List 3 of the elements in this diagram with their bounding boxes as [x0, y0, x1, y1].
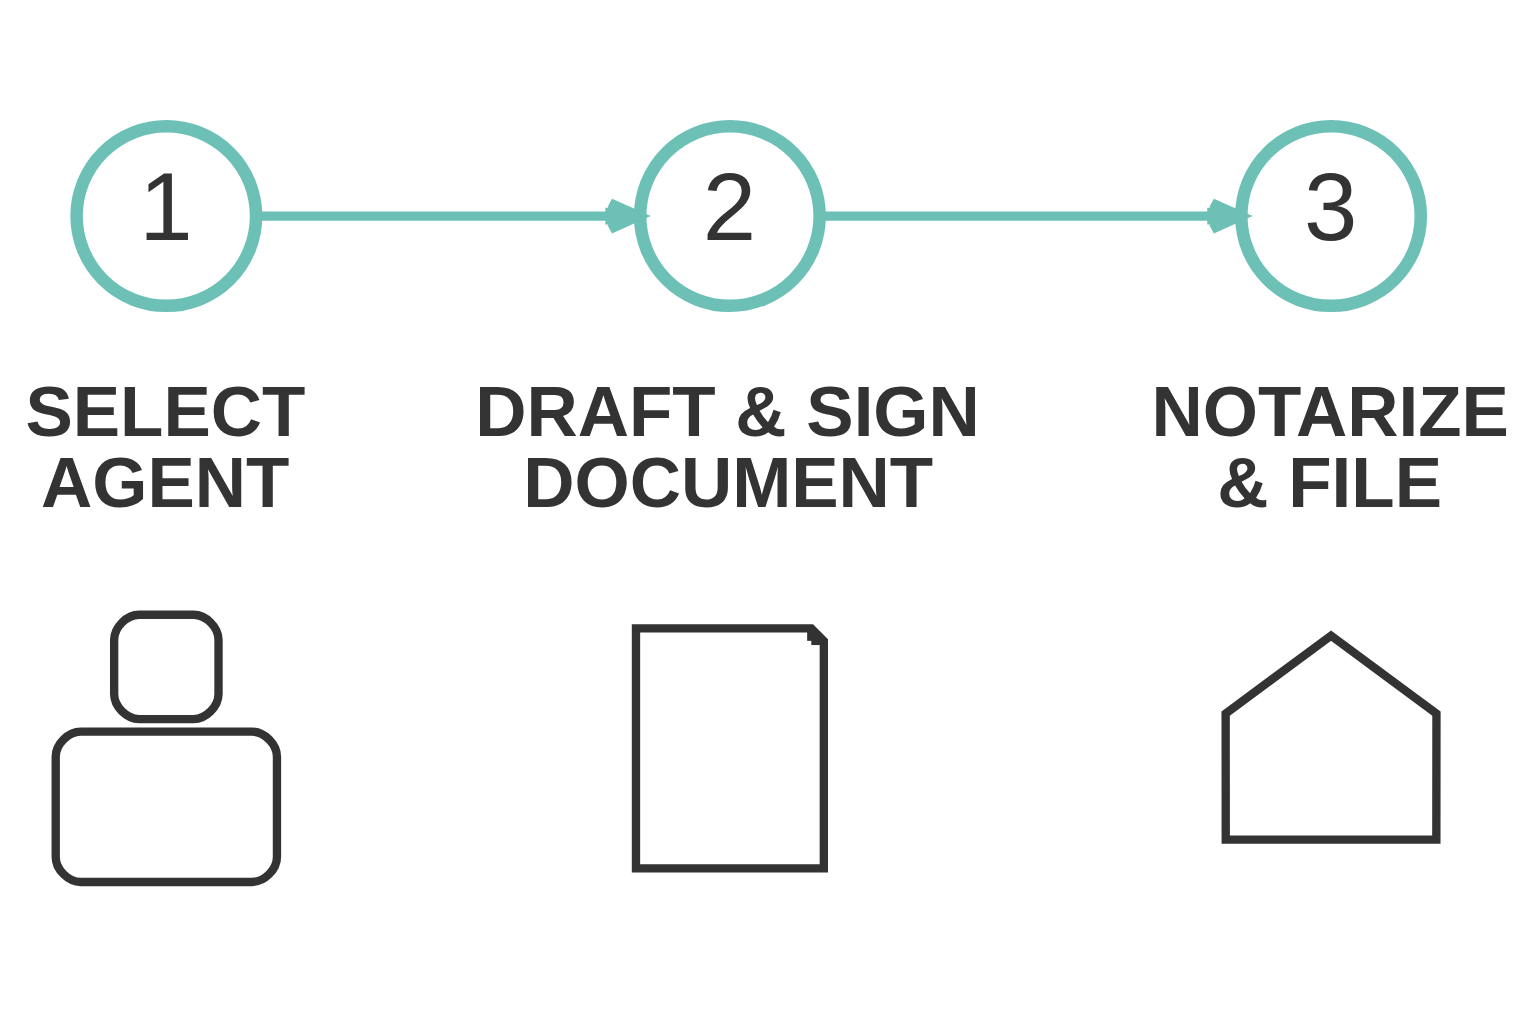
node-label: DRAFT & SIGN DOCUMENT	[475, 371, 980, 522]
node-label: NOTARIZE & FILE	[1151, 371, 1509, 522]
node-label: SELECT AGENT	[25, 371, 306, 522]
